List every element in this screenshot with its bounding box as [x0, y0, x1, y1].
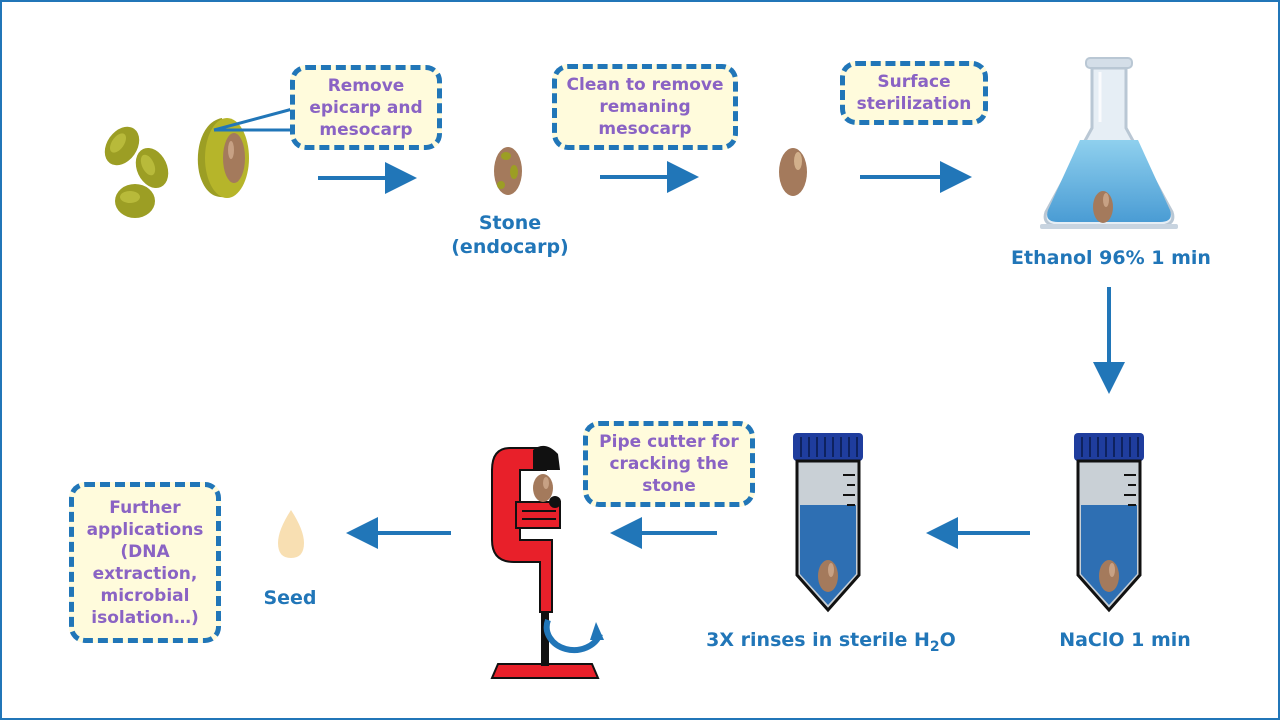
further-applications-bubble: Further applications (DNA extraction, mi… — [69, 482, 221, 643]
rinses-label-end: O — [939, 629, 956, 651]
flow-arrows — [318, 161, 1125, 549]
rinses-label-main: 3X rinses in sterile H — [706, 629, 930, 651]
stone-label: Stone (endocarp) — [430, 211, 590, 259]
stone-icon — [494, 147, 522, 195]
naclo-label: NaClO 1 min — [1059, 629, 1191, 651]
pipe-cutter-bubble: Pipe cutter for cracking the stone — [583, 421, 755, 507]
rinses-label-subscript: 2 — [929, 639, 940, 655]
seed-icon — [278, 510, 304, 558]
stone-label-line2: (endocarp) — [451, 236, 569, 258]
seed-label: Seed — [263, 587, 317, 609]
cut-olive-icon — [197, 105, 301, 198]
ethanol-label: Ethanol 96% 1 min — [1011, 247, 1211, 269]
pipe-cutter-icon — [490, 445, 604, 679]
falcon-tube-rinse-icon — [793, 433, 863, 613]
falcon-tube-naclo-icon — [1074, 433, 1144, 613]
rinses-label: 3X rinses in sterile H2O — [700, 628, 962, 655]
clean-stone-icon — [779, 148, 807, 196]
stone-label-line1: Stone — [478, 212, 542, 234]
surface-sterilization-bubble: Surface sterilization — [840, 61, 988, 125]
remove-epicarp-bubble: Remove epicarp and mesocarp — [290, 65, 442, 150]
flask-icon — [1040, 57, 1178, 229]
clean-mesocarp-bubble: Clean to remove remaning mesocarp — [552, 64, 738, 150]
olive-fruits-icon — [104, 126, 169, 218]
